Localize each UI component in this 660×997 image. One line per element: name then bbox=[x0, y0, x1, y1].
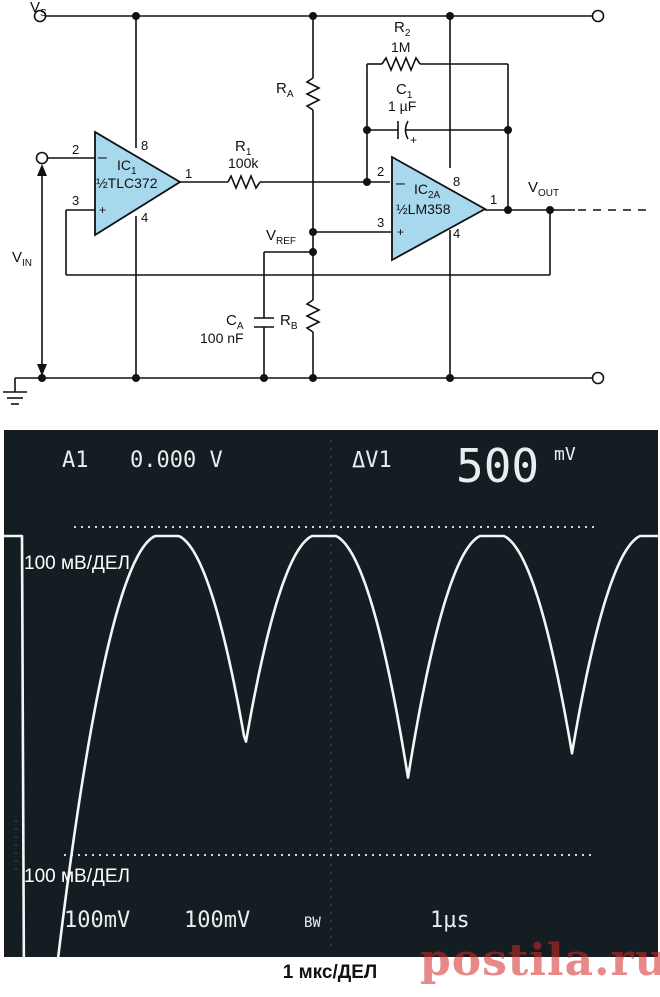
ic2-pin2: 2 bbox=[377, 164, 384, 179]
scope-offset: 0.000 V bbox=[130, 448, 223, 473]
ic2-pin3: 3 bbox=[377, 215, 384, 230]
c1-polarity: + bbox=[410, 133, 417, 147]
ca-label: CA bbox=[226, 312, 244, 332]
r1-label: R1 bbox=[235, 138, 252, 158]
ic2-pin1: 1 bbox=[490, 192, 497, 207]
ic1-pin2: 2 bbox=[72, 142, 79, 157]
ic2-minus: – bbox=[396, 175, 405, 192]
c1-value: 1 µF bbox=[388, 98, 416, 114]
ic1-plus: + bbox=[99, 203, 106, 217]
ic2-part: ½LM358 bbox=[396, 201, 451, 217]
ic1-pin4: 4 bbox=[141, 210, 148, 225]
scope-delta-value: 500 bbox=[456, 439, 539, 493]
vs-terminal bbox=[33, 9, 47, 23]
ic2-pin8: 8 bbox=[453, 174, 460, 189]
ca-value: 100 nF bbox=[200, 330, 244, 346]
scope-delta-unit: mV bbox=[554, 444, 576, 465]
rb-label: RB bbox=[280, 312, 298, 332]
vout-label: VOUT bbox=[528, 179, 559, 199]
ic2-opamp-symbol bbox=[391, 155, 487, 262]
ic1-pin3: 3 bbox=[72, 193, 79, 208]
ic1-pin8: 8 bbox=[141, 138, 148, 153]
ic2-label: IC2A bbox=[414, 181, 441, 201]
ic1-opamp-symbol bbox=[94, 130, 182, 237]
waveform-trace bbox=[4, 534, 658, 957]
scope-channel: A1 bbox=[62, 448, 89, 473]
ic1-pin1: 1 bbox=[185, 166, 192, 181]
scope-ch1-scale: 100mV bbox=[64, 908, 130, 933]
circuit-schematic: VS VIN RA RB VREF VOUT R1 100k R2 1M C1 … bbox=[3, 0, 652, 405]
ra-label: RA bbox=[276, 80, 294, 100]
ic1-minus: – bbox=[98, 149, 107, 166]
vref-label: VREF bbox=[266, 227, 296, 247]
scope-delta-label: ΔV1 bbox=[352, 448, 392, 473]
time-scale-caption: 1 мкс/ДЕЛ bbox=[282, 962, 378, 983]
ic2-pin4: 4 bbox=[453, 226, 460, 241]
r2-value: 1M bbox=[391, 39, 410, 55]
c1-label: C1 bbox=[396, 81, 413, 101]
ic1-label: IC1 bbox=[117, 157, 137, 177]
scope-bw-indicator: BW bbox=[304, 915, 321, 931]
scale-label-bottom: 100 мВ/ДЕЛ bbox=[24, 866, 130, 887]
watermark-logo: postila.ru bbox=[420, 935, 660, 986]
oscilloscope-screen: A1 0.000 V ΔV1 500 mV 100 мВ/ДЕЛ 100 мВ/… bbox=[4, 430, 658, 957]
vin-label: VIN bbox=[12, 249, 32, 269]
vin-terminal bbox=[35, 151, 49, 165]
scope-ch2-scale: 100mV bbox=[184, 908, 250, 933]
r2-label: R2 bbox=[394, 19, 411, 39]
ic1-part: ½TLC372 bbox=[96, 175, 158, 191]
ic2-plus: + bbox=[397, 225, 404, 239]
scope-time-scale: 1µs bbox=[430, 908, 470, 933]
vs-label: VS bbox=[30, 0, 47, 19]
r1-value: 100k bbox=[228, 155, 259, 171]
scale-label-top: 100 мВ/ДЕЛ bbox=[24, 553, 130, 574]
